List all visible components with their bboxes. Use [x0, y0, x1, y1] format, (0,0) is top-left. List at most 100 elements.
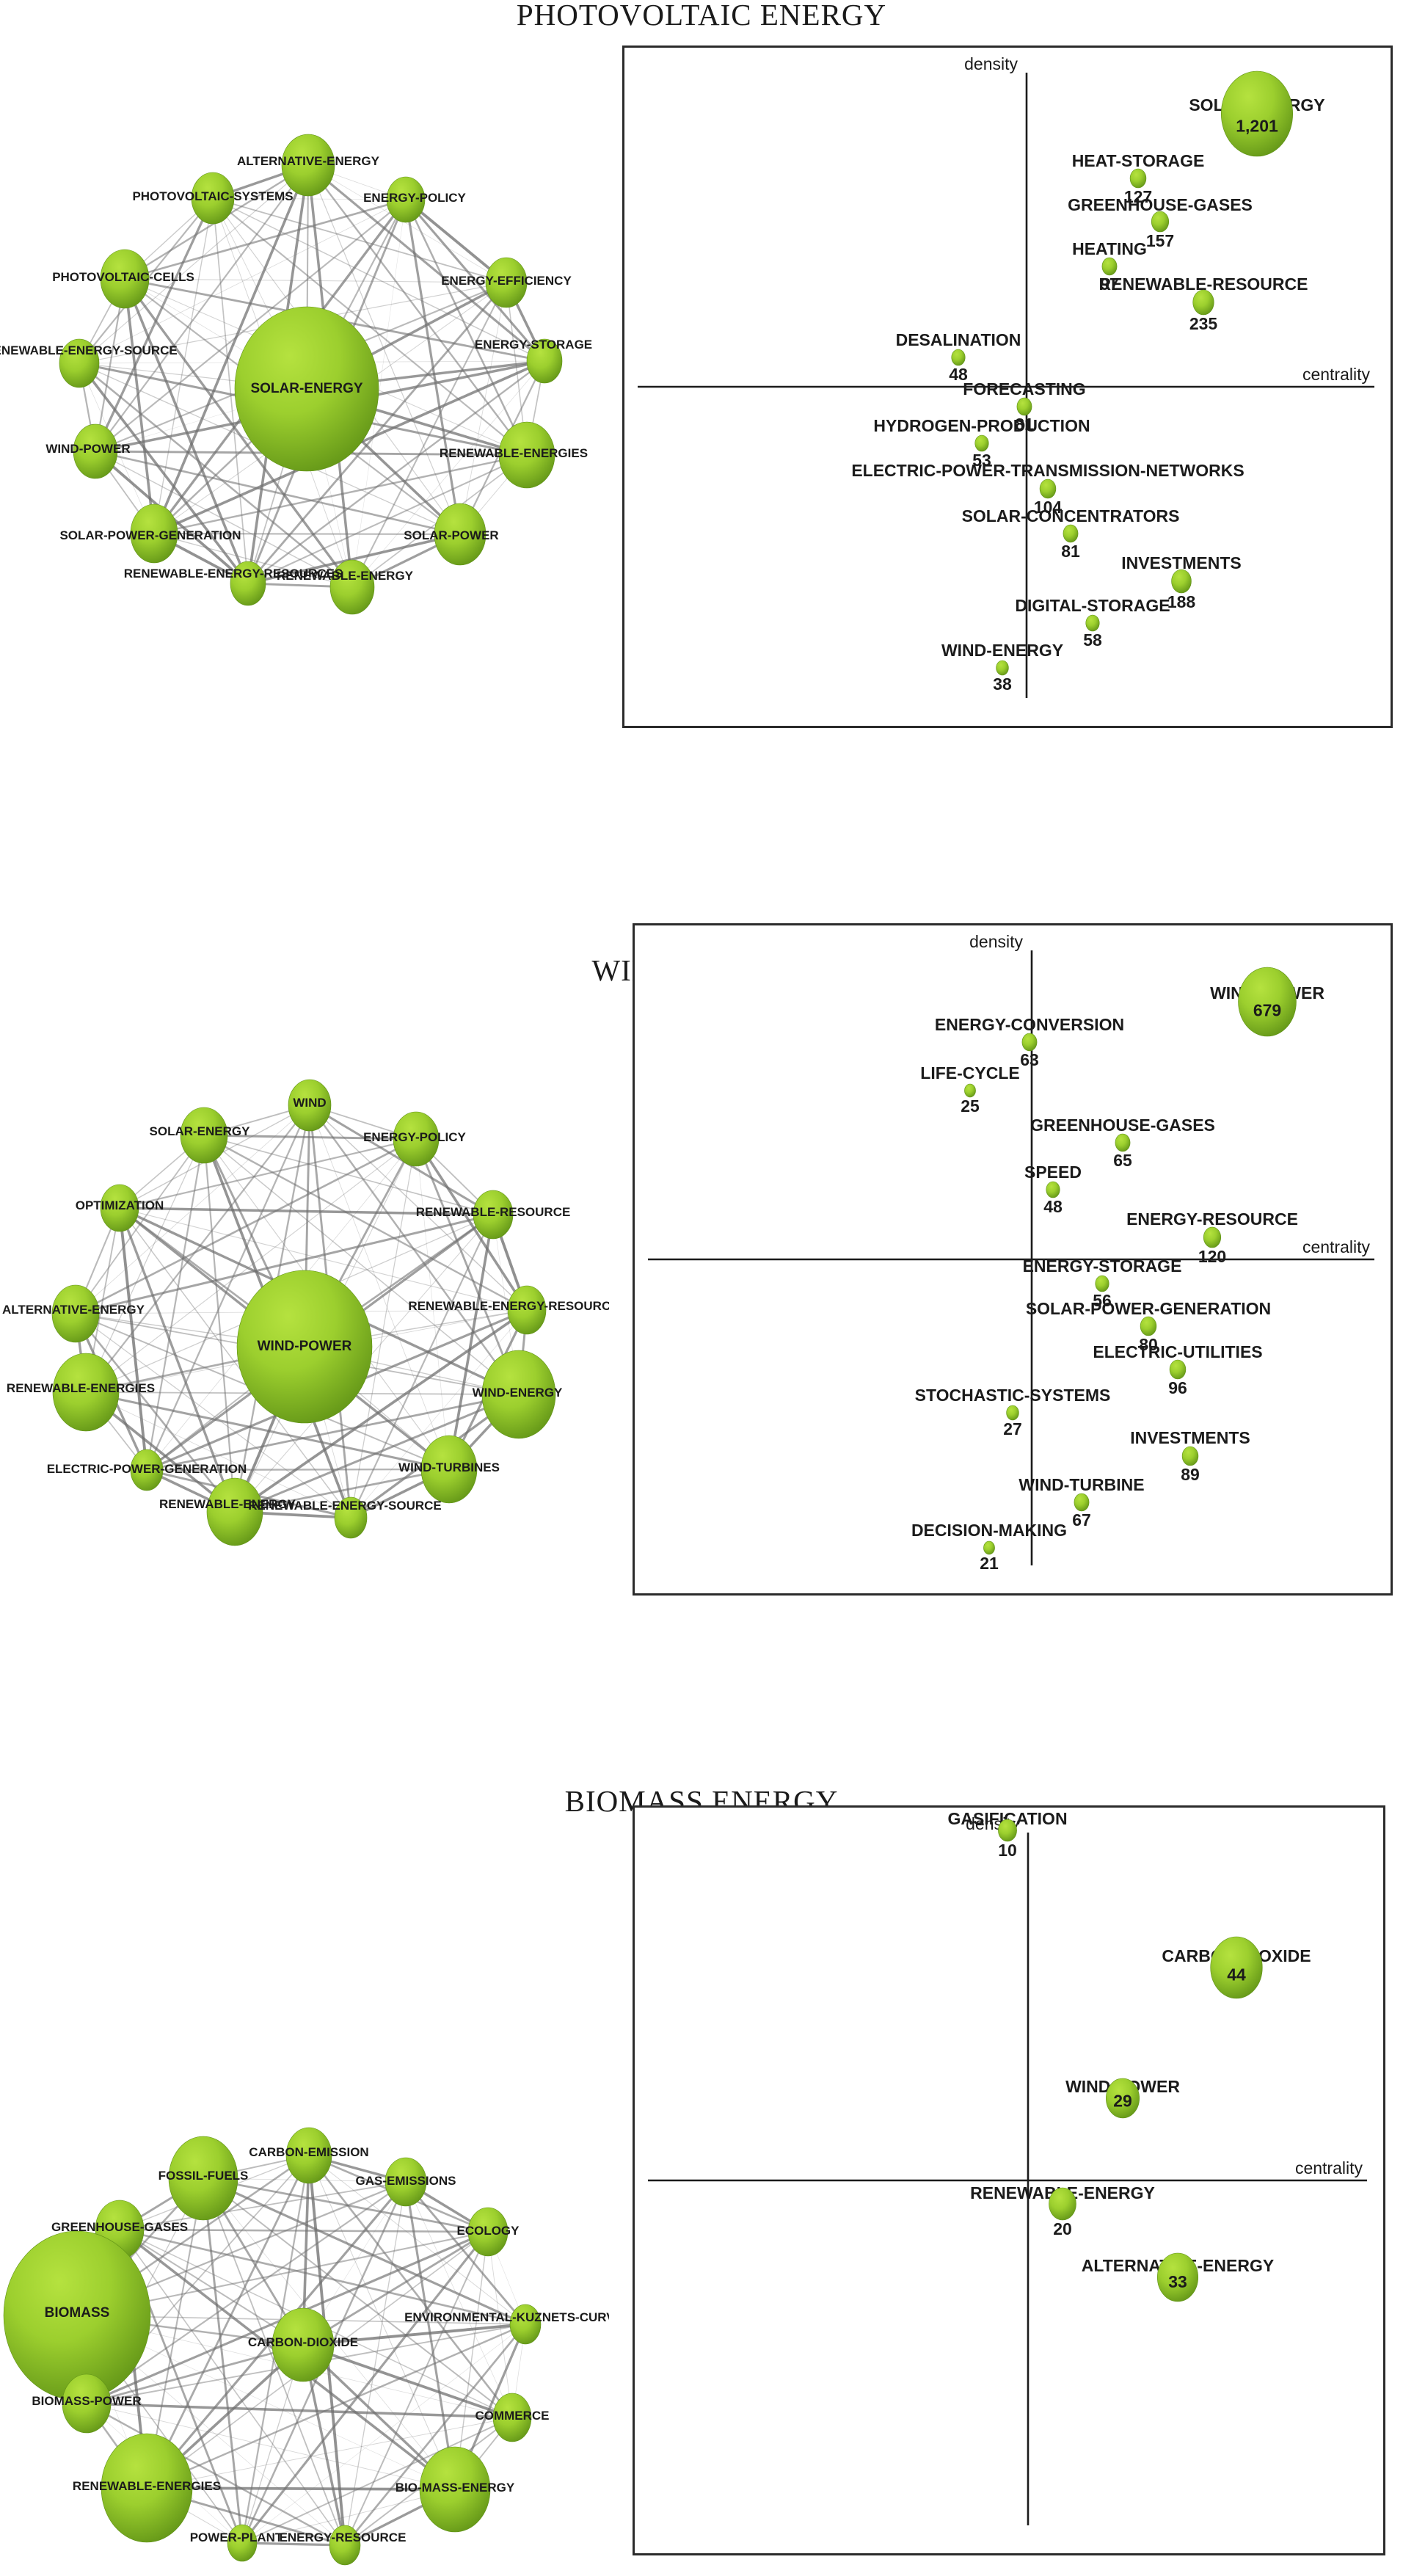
cluster-bubble[interactable] [1140, 1316, 1157, 1336]
network-node[interactable] [420, 1435, 478, 1504]
network-node[interactable] [52, 1353, 120, 1432]
cluster-bubble[interactable] [1203, 1226, 1222, 1248]
network-node-label: WIND-ENERGY [473, 1386, 563, 1400]
network-node[interactable] [288, 1079, 332, 1132]
cluster-bubble[interactable] [1101, 257, 1118, 276]
cluster-value: 48 [1043, 1197, 1063, 1216]
network-node[interactable] [234, 306, 379, 472]
cluster-label: STOCHASTIC-SYSTEMS [915, 1386, 1111, 1405]
cluster-label: DESALINATION [896, 330, 1021, 349]
network-node[interactable] [526, 338, 563, 384]
network-node[interactable] [168, 2136, 238, 2221]
network-node-label: SOLAR-POWER-GENERATION [59, 528, 241, 542]
network-node[interactable] [473, 1190, 514, 1240]
network-node[interactable] [492, 2393, 532, 2442]
network-node[interactable] [59, 338, 100, 388]
cluster-bubble[interactable] [1039, 479, 1057, 499]
network-node[interactable] [100, 1184, 139, 1232]
cluster-label: FORECASTING [963, 379, 1085, 399]
network-node[interactable] [385, 2157, 427, 2207]
cluster-bubble[interactable] [996, 660, 1009, 676]
cluster-bubble[interactable] [1049, 2187, 1076, 2221]
network-node[interactable] [101, 2433, 193, 2543]
cluster-bubble[interactable] [1074, 1493, 1090, 1512]
network-node[interactable] [498, 421, 555, 489]
cluster-value: 80 [1139, 1335, 1158, 1354]
cluster-bubble[interactable] [1169, 1359, 1187, 1380]
cluster-bubble[interactable] [1192, 289, 1214, 316]
network-node[interactable] [419, 2446, 491, 2533]
network-node[interactable] [467, 2207, 509, 2257]
network-node-label: PHOTOVOLTAIC-SYSTEMS [132, 189, 293, 203]
cluster-value: 21 [980, 1554, 999, 1573]
cluster-bubble[interactable] [1021, 1033, 1038, 1052]
network-node-label: WIND-TURBINES [398, 1460, 500, 1474]
network-node[interactable] [272, 2307, 335, 2382]
centrality-axis-label: centrality [1302, 1237, 1371, 1256]
network-node[interactable] [191, 172, 235, 225]
cluster-value: 104 [1034, 498, 1063, 517]
cluster-bubble[interactable] [1181, 1446, 1199, 1466]
network-node[interactable] [481, 1350, 556, 1439]
network-node[interactable] [507, 1285, 547, 1335]
cluster-bubble[interactable] [1006, 1405, 1019, 1421]
network-node[interactable] [485, 257, 528, 308]
cluster-bubble[interactable] [951, 349, 966, 366]
cluster-bubble[interactable] [1220, 70, 1294, 157]
cluster-bubble[interactable] [1238, 967, 1297, 1037]
network-node-label: ENERGY-RESOURCE [280, 2530, 407, 2544]
cluster-label: SOLAR-POWER-GENERATION [1026, 1299, 1271, 1318]
cluster-label: SPEED [1024, 1163, 1082, 1182]
cluster-bubble[interactable] [1063, 524, 1079, 543]
network-node[interactable] [62, 2373, 112, 2434]
cluster-value: 81 [1061, 542, 1080, 561]
cluster-bubble[interactable] [1210, 1936, 1263, 1999]
cluster-label: HYDROGEN-PRODUCTION [873, 416, 1090, 435]
network-node[interactable] [100, 249, 150, 309]
network-node[interactable] [230, 561, 266, 606]
cluster-label: WIND-TURBINE [1018, 1475, 1144, 1494]
cluster-bubble[interactable] [1171, 569, 1192, 594]
network-node[interactable] [329, 559, 375, 615]
network-node[interactable] [130, 1449, 164, 1491]
cluster-bubble[interactable] [974, 434, 989, 452]
network-node[interactable] [509, 2304, 542, 2345]
cluster-bubble[interactable] [983, 1540, 995, 1555]
cluster-label: GREENHOUSE-GASES [1068, 195, 1253, 214]
network-node[interactable] [334, 1496, 368, 1539]
network-node[interactable] [180, 1107, 228, 1164]
network-node-label: WIND-POWER [45, 442, 130, 456]
network-node-label: RENEWABLE-ENERGIES [73, 2479, 221, 2493]
network-node-label: BIOMASS-POWER [32, 2394, 141, 2408]
cluster-bubble[interactable] [1046, 1181, 1060, 1198]
cluster-label: WIND-ENERGY [941, 641, 1063, 660]
cluster-bubble[interactable] [998, 1819, 1017, 1842]
network-node-label: PHOTOVOLTAIC-CELLS [52, 270, 194, 284]
cluster-value: 44 [1227, 1965, 1246, 1984]
cluster-bubble[interactable] [1129, 168, 1147, 189]
network-node[interactable] [386, 176, 426, 223]
network-node-label: RENEWABLE-ENERGY-RESOURCES [124, 567, 343, 581]
cluster-bubble[interactable] [1156, 2252, 1199, 2302]
network-node[interactable] [73, 423, 118, 479]
network-node[interactable] [130, 503, 178, 564]
cluster-bubble[interactable] [1106, 2078, 1140, 2119]
network-node[interactable] [236, 1270, 373, 1424]
cluster-bubble[interactable] [1095, 1275, 1109, 1292]
cluster-bubble[interactable] [964, 1083, 976, 1098]
cluster-bubble[interactable] [1085, 614, 1100, 632]
network-node-label: BIO-MASS-ENERGY [396, 2481, 515, 2495]
network-node-label: WIND-POWER [258, 1339, 352, 1354]
cluster-bubble[interactable] [1151, 211, 1170, 233]
network-node[interactable] [281, 134, 335, 197]
network-node[interactable] [227, 2524, 258, 2562]
cluster-bubble[interactable] [1115, 1133, 1131, 1152]
network-node[interactable] [51, 1284, 100, 1343]
network-node[interactable] [393, 1111, 440, 1167]
network-node[interactable] [285, 2127, 332, 2184]
network-node[interactable] [434, 503, 487, 566]
network-node[interactable] [206, 1477, 263, 1546]
cluster-bubble[interactable] [1016, 397, 1032, 416]
